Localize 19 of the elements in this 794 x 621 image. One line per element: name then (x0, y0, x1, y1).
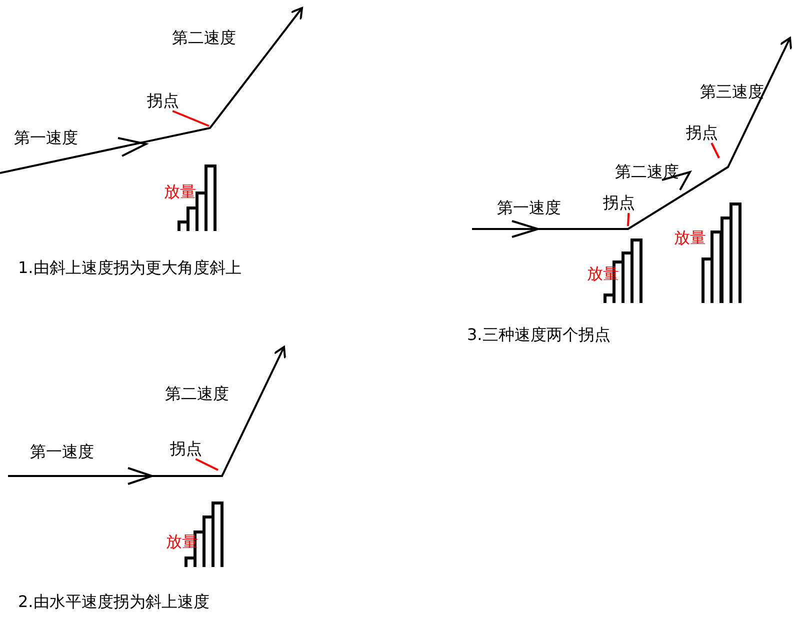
caption: 1.由斜上速度拐为更大角度斜上 (18, 258, 242, 278)
caption: 3.三种速度两个拐点 (467, 325, 610, 345)
turning-point-label: 拐点 (147, 91, 179, 111)
volume-label: 放量 (674, 228, 706, 248)
volume-label: 放量 (164, 182, 196, 202)
leader-line (172, 110, 210, 127)
caption: 2.由水平速度拐为斜上速度 (18, 592, 210, 612)
speed-label: 第三速度 (700, 82, 764, 102)
turning-point-label: 拐点 (170, 439, 202, 459)
leader-line (710, 142, 720, 158)
speed-label: 第一速度 (497, 198, 561, 218)
speed-label: 第一速度 (30, 442, 94, 462)
speed-label: 第一速度 (14, 128, 78, 148)
turning-point-label: 拐点 (686, 123, 718, 143)
turning-point-label: 拐点 (603, 193, 635, 213)
leader-line (195, 458, 218, 471)
speed-label: 第二速度 (165, 384, 229, 404)
leader-line (627, 212, 630, 226)
speed-label: 第二速度 (172, 28, 236, 48)
